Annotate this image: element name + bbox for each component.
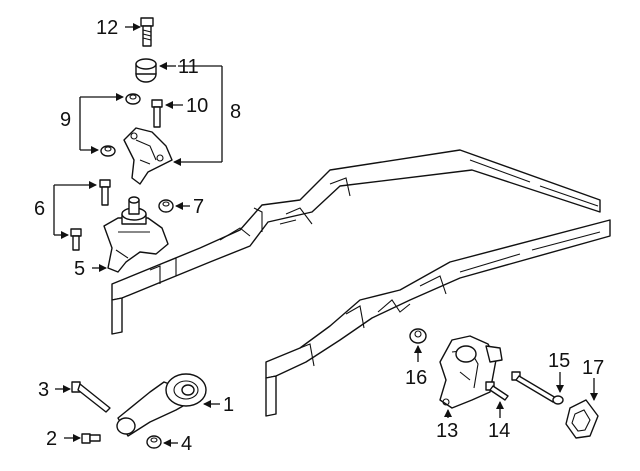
nut-16 bbox=[409, 328, 427, 344]
callout-17: 17 bbox=[582, 357, 604, 379]
frame-rail-lower bbox=[265, 219, 611, 417]
plate-17 bbox=[565, 399, 599, 439]
bolt-2 bbox=[81, 433, 101, 444]
bolt-14 bbox=[485, 381, 509, 401]
callout-13: 13 bbox=[436, 420, 458, 442]
mount-1 bbox=[116, 373, 207, 437]
callout-8: 8 bbox=[230, 101, 241, 123]
nut-7 bbox=[158, 199, 174, 213]
callout-10: 10 bbox=[186, 95, 208, 117]
callout-16: 16 bbox=[405, 367, 427, 389]
bolt-3 bbox=[71, 381, 111, 413]
insulator-11 bbox=[135, 58, 157, 83]
frame-rail-upper bbox=[111, 149, 601, 335]
callout-2: 2 bbox=[46, 428, 57, 450]
engine-mount-5 bbox=[103, 196, 169, 273]
callout-4: 4 bbox=[181, 433, 192, 455]
callout-3: 3 bbox=[38, 379, 49, 401]
callout-6: 6 bbox=[34, 198, 45, 220]
callout-9: 9 bbox=[60, 109, 71, 131]
callout-leaders bbox=[53, 23, 598, 447]
callout-12: 12 bbox=[96, 17, 118, 39]
bolt-12 bbox=[140, 17, 154, 47]
callout-7: 7 bbox=[193, 196, 204, 218]
bolt-6-lower bbox=[70, 228, 82, 251]
bolt-15 bbox=[511, 371, 564, 405]
mount-13 bbox=[439, 335, 503, 409]
callout-11: 11 bbox=[178, 56, 199, 78]
bracket-8 bbox=[123, 127, 173, 185]
nut-9-upper bbox=[125, 93, 141, 105]
nut-4 bbox=[146, 435, 162, 449]
callout-15: 15 bbox=[548, 350, 570, 372]
bolt-10 bbox=[151, 99, 163, 128]
callout-labels: 12 11 8 9 10 6 7 5 3 1 2 4 16 13 14 15 1… bbox=[34, 17, 604, 455]
callout-5: 5 bbox=[74, 258, 85, 280]
callout-1: 1 bbox=[223, 394, 234, 416]
nut-9-lower bbox=[100, 145, 116, 157]
callout-14: 14 bbox=[488, 420, 510, 442]
bolt-6-upper bbox=[99, 179, 111, 206]
